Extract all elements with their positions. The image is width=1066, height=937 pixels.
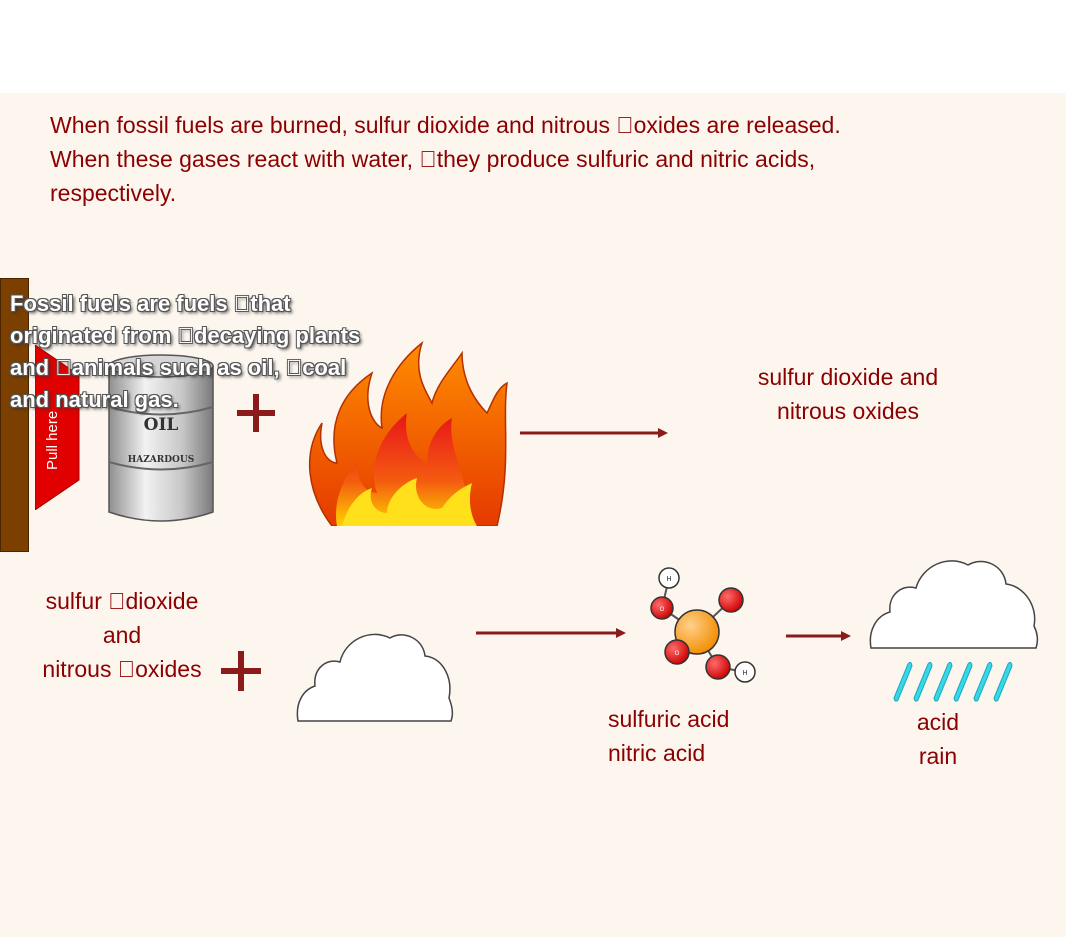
tooltip-line-1: Fossil fuels are fuels that [10, 291, 291, 316]
raindrop [933, 661, 953, 702]
acid-rain-cloud-icon [869, 560, 1039, 702]
tooltip-line-4: and natural gas. [10, 387, 179, 412]
tooltip-line-2: originated from decaying plants [10, 323, 360, 348]
oxygen-atom [664, 639, 690, 665]
acids-line-1: sulfuric acid [608, 706, 730, 732]
acids-line-2: nitric acid [608, 740, 706, 766]
side-tab-panel [0, 278, 29, 552]
barrel-label-oil: OIL [144, 415, 179, 435]
raindrop [993, 661, 1013, 702]
raindrop [893, 661, 913, 702]
plus-icon [237, 394, 275, 432]
raindrop [973, 661, 993, 702]
oxygen-atom [718, 587, 744, 613]
intro-line-2: When these gases react with water, they… [50, 146, 815, 172]
intro-line-3: respectively. [50, 180, 177, 206]
pull-tab-label[interactable]: Pull here [44, 410, 61, 470]
raindrop [913, 661, 933, 702]
products-line-1: sulfur dioxide and [757, 364, 939, 390]
intro-line-1: When fossil fuels are burned, sulfur dio… [50, 112, 841, 138]
oxygen-atom [705, 654, 731, 680]
reactants-line-1: sulfur dioxide [46, 588, 199, 614]
atom-label-h: H [666, 575, 671, 583]
products-label: sulfur dioxide and nitrous oxides [718, 360, 978, 428]
tooltip-line-3: and animals such as oil, coal [10, 355, 346, 380]
reactants-line-3: nitrous oxides [42, 656, 201, 682]
fire-icon [309, 340, 508, 526]
atom-label-o: O [660, 606, 665, 613]
sulfuric-acid-molecule-icon: H H O O [650, 567, 756, 683]
raindrop [953, 661, 973, 702]
rain-line-1: acid [916, 709, 960, 735]
rain-line-2: rain [918, 743, 958, 769]
plus-icon [221, 651, 261, 691]
acids-label: sulfuric acid nitric acid [608, 702, 808, 770]
reaction-arrow-1 [520, 428, 668, 438]
hydrogen-atom [658, 567, 680, 589]
reactants-line-2: and [102, 622, 142, 648]
oil-barrel-icon: OIL HAZARDOUS [108, 354, 214, 522]
oxygen-atom [650, 596, 674, 620]
reactants-label: sulfur dioxide and nitrous oxides [22, 584, 222, 686]
fossil-fuel-tooltip: Fossil fuels are fuels that originated … [10, 288, 410, 416]
reaction-arrow-2 [476, 628, 626, 638]
atom-label-h: H [742, 669, 747, 677]
reaction-arrow-3 [786, 631, 851, 641]
hydrogen-atom [734, 661, 756, 683]
products-line-2: nitrous oxides [777, 398, 919, 424]
cloud-icon [296, 633, 454, 722]
atom-label-o: O [675, 650, 680, 657]
acid-rain-label: acid rain [888, 705, 988, 773]
pull-tab[interactable] [35, 345, 80, 510]
barrel-label-hazardous: HAZARDOUS [128, 455, 195, 465]
intro-text: When fossil fuels are burned, sulfur dio… [50, 108, 1040, 210]
